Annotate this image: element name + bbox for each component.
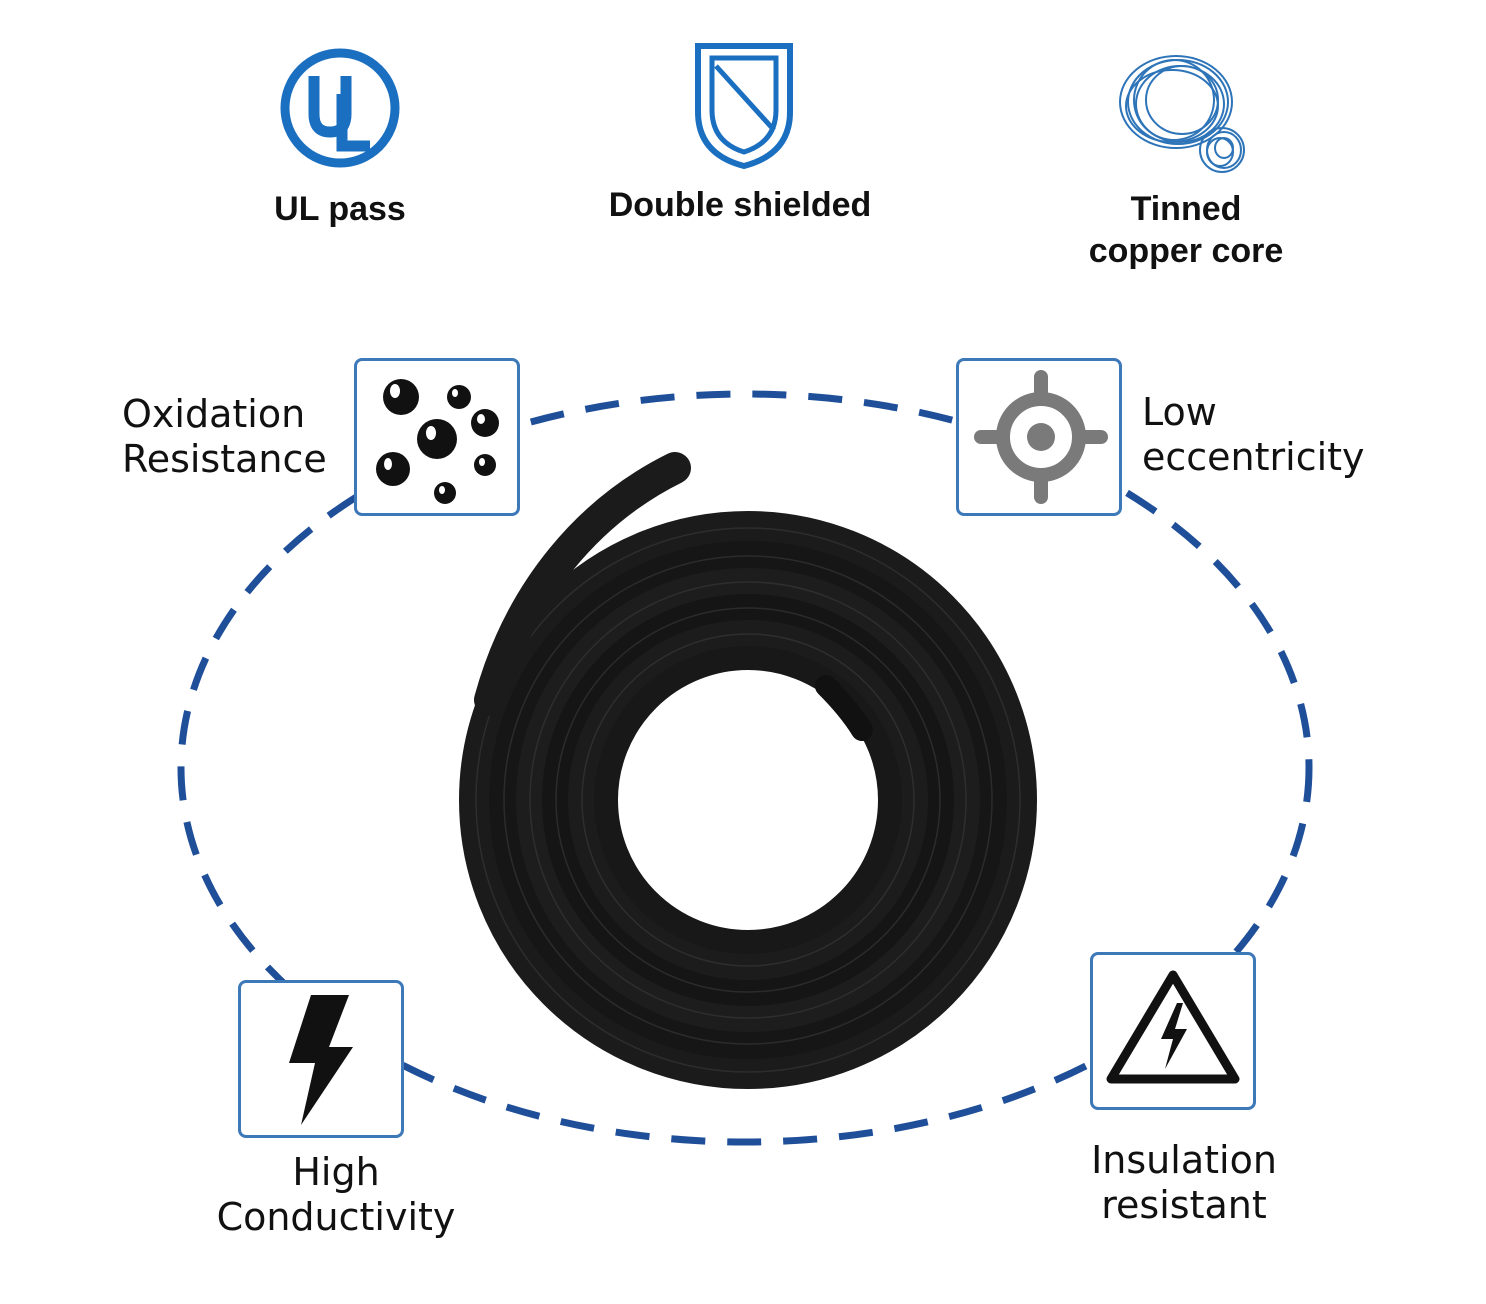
low-eccentricity-label: Low eccentricity (1142, 390, 1365, 479)
copper-coil-icon (1114, 50, 1254, 180)
lightning-bolt-icon (289, 995, 353, 1125)
oxidation-resistance-label: Oxidation Resistance (122, 392, 327, 481)
double-shielded-label: Double shielded (608, 186, 872, 224)
oxidation-resistance-box (354, 358, 520, 516)
crosshair-icon (974, 370, 1108, 504)
tinned-copper-core-label: Tinned copper core (1088, 190, 1284, 270)
ul-pass-label: UL pass (274, 190, 406, 228)
high-conductivity-box (238, 980, 404, 1138)
insulation-resistant-label: Insulation resistant (1091, 1138, 1277, 1227)
high-voltage-warning-icon (1106, 970, 1240, 1084)
bubbles-icon (376, 379, 499, 504)
high-conductivity-label: High Conductivity (216, 1150, 456, 1239)
shield-icon (694, 42, 794, 170)
insulation-resistant-box (1090, 952, 1256, 1110)
ul-logo-icon (278, 48, 402, 172)
low-eccentricity-box (956, 358, 1122, 516)
